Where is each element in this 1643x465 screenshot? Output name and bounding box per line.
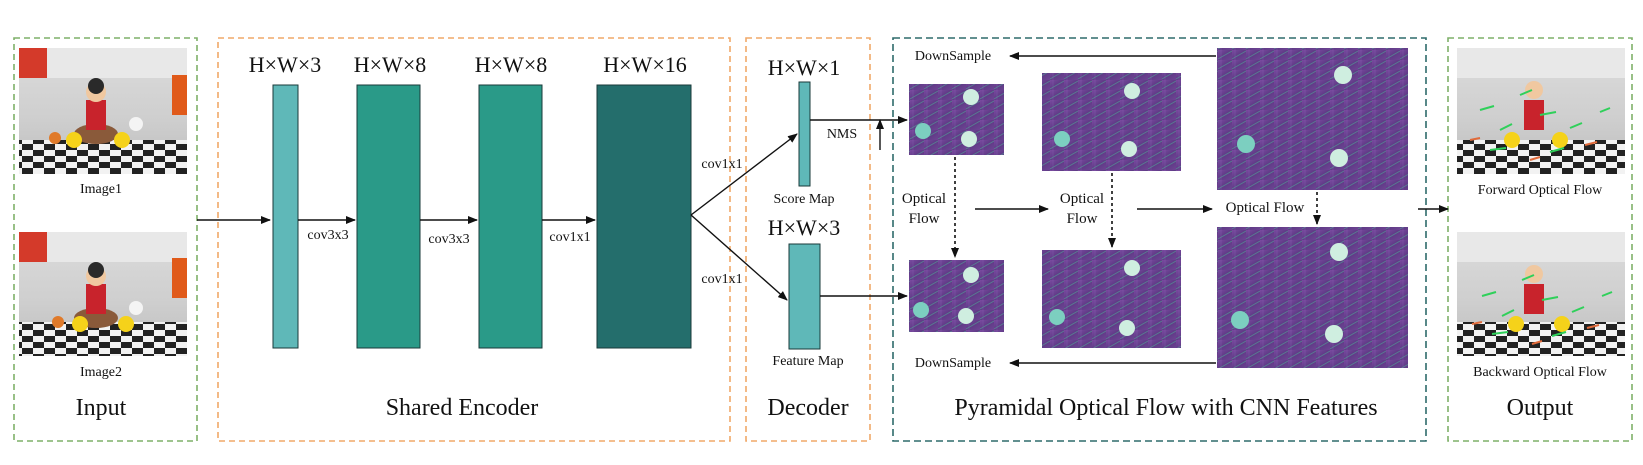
score-map-label: Score Map (773, 192, 834, 207)
optical-flow-label-3: Optical Flow (1226, 200, 1305, 216)
feature-image-top-small (909, 84, 1004, 155)
feature-image-top-medium (1042, 73, 1181, 171)
arrow-to-feature-map (690, 214, 788, 301)
keypoint-dot (1325, 325, 1343, 343)
keypoint-dot (1124, 260, 1140, 276)
downsample-top-label: DownSample (915, 49, 991, 64)
keypoint-dot (1231, 311, 1249, 329)
keypoint-dot (963, 89, 979, 105)
feature-image-top-large (1217, 48, 1408, 190)
image1-label: Image1 (80, 182, 122, 197)
input-section-label: Input (76, 395, 127, 421)
keypoint-dot (1330, 149, 1348, 167)
dim-label-4: H×W×16 (603, 52, 686, 77)
decoder-section: Decoder (745, 37, 871, 442)
encoder-section: Shared Encoder (217, 37, 731, 442)
dim-label-5: H×W×1 (768, 55, 840, 80)
keypoint-dot (1121, 141, 1137, 157)
keypoint-dot (958, 308, 974, 324)
keypoint-dot (1054, 131, 1070, 147)
keypoint-dot (1330, 243, 1348, 261)
decoder-section-label: Decoder (767, 395, 848, 421)
op-label-2: cov3x3 (428, 232, 469, 247)
flow-section: Pyramidal Optical Flow with CNN Features (892, 37, 1427, 442)
dim-label-6: H×W×3 (768, 215, 840, 240)
keypoint-dot (913, 302, 929, 318)
backward-flow-label: Backward Optical Flow (1473, 365, 1608, 380)
dim-label-1: H×W×3 (249, 52, 321, 77)
encoder-layer-3 (478, 84, 543, 349)
op-label-4: cov1x1 (701, 157, 742, 172)
encoder-section-label: Shared Encoder (386, 395, 539, 421)
output-image-forward (1457, 48, 1625, 174)
input-image-1 (19, 48, 187, 174)
arrow-to-score-map (690, 133, 798, 216)
keypoint-dot (915, 123, 931, 139)
image2-label: Image2 (80, 365, 122, 380)
feature-map-bar (788, 243, 821, 350)
dim-label-2: H×W×8 (354, 52, 426, 77)
keypoint-dot (1237, 135, 1255, 153)
forward-flow-label: Forward Optical Flow (1478, 183, 1603, 198)
feature-image-bottom-large (1217, 227, 1408, 368)
feature-image-bottom-small (909, 260, 1004, 332)
dim-label-3: H×W×8 (475, 52, 547, 77)
score-map-bar (798, 81, 811, 187)
op-label-1: cov3x3 (307, 228, 348, 243)
keypoint-dot (1049, 309, 1065, 325)
keypoint-dot (1119, 320, 1135, 336)
flow-section-label: Pyramidal Optical Flow with CNN Features (954, 395, 1377, 421)
op-label-3: cov1x1 (549, 230, 590, 245)
output-section: Output (1447, 37, 1633, 442)
input-image-2 (19, 232, 187, 356)
feature-image-bottom-medium (1042, 250, 1181, 348)
keypoint-dot (1334, 66, 1352, 84)
optical-flow-label-2b: Flow (1067, 211, 1098, 227)
input-section: Input (13, 37, 198, 442)
output-section-label: Output (1507, 395, 1574, 421)
downsample-bottom-label: DownSample (915, 356, 991, 371)
op-label-5: cov1x1 (701, 272, 742, 287)
encoder-layer-2 (356, 84, 421, 349)
optical-flow-label-2a: Optical (1060, 191, 1104, 207)
encoder-layer-4 (596, 84, 692, 349)
encoder-layer-1 (272, 84, 299, 349)
optical-flow-label-1b: Flow (909, 211, 940, 227)
keypoint-dot (961, 131, 977, 147)
optical-flow-label-1a: Optical (902, 191, 946, 207)
output-image-backward (1457, 232, 1625, 356)
nms-label: NMS (827, 127, 857, 142)
feature-map-label: Feature Map (772, 354, 843, 369)
keypoint-dot (963, 267, 979, 283)
keypoint-dot (1124, 83, 1140, 99)
